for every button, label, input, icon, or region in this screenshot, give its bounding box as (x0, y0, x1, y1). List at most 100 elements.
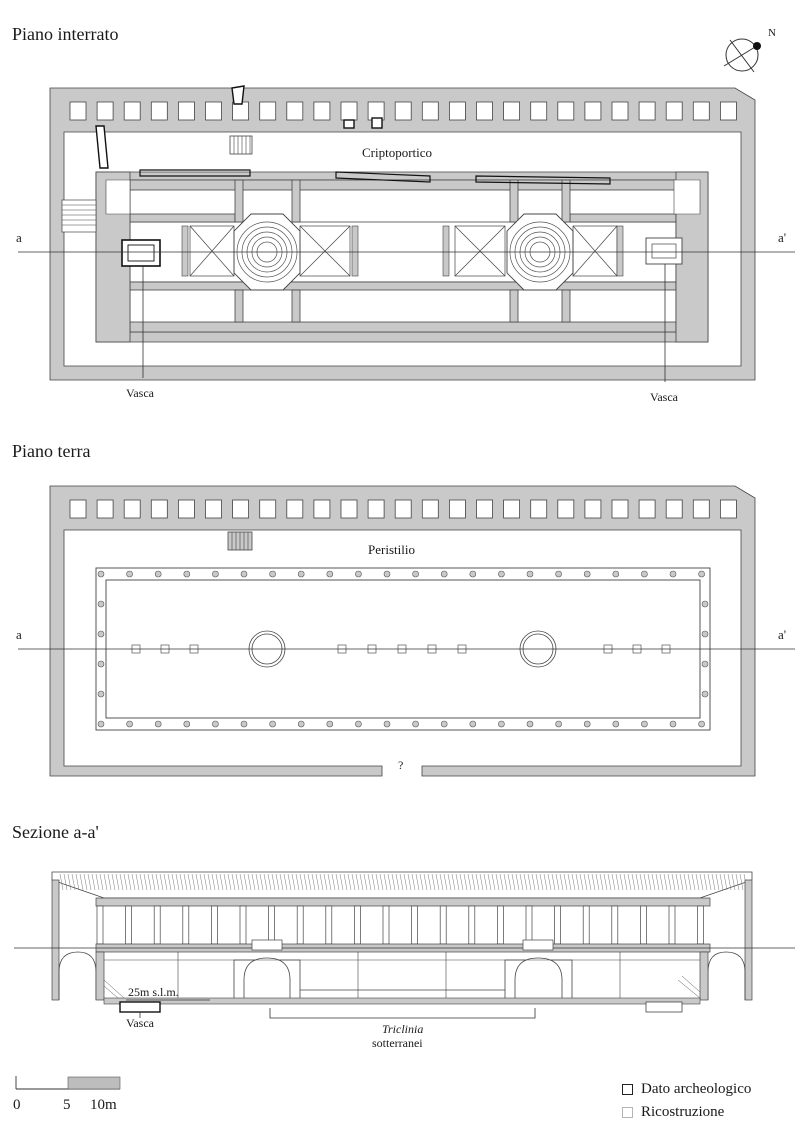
roof-tile (479, 873, 484, 891)
shop-room (96, 499, 114, 519)
roof-tile (663, 873, 668, 891)
shop-room (584, 499, 602, 519)
shop-room (503, 101, 521, 121)
shop-room (123, 101, 141, 121)
roof-tile (639, 873, 644, 891)
peristyle-column (612, 570, 620, 578)
roof-tile (263, 873, 268, 891)
roof-tile (183, 873, 188, 891)
roof-tile (139, 873, 144, 891)
roof-tile (607, 873, 612, 891)
roof-tile (103, 873, 108, 891)
peristyle-column (412, 720, 419, 728)
roof-tile (255, 873, 260, 891)
roof-tile (279, 873, 284, 891)
roof-tile (63, 873, 68, 891)
peristyle-column (469, 570, 477, 578)
shop-room (367, 499, 385, 519)
peristyle-column (97, 720, 105, 728)
roof-tile (619, 873, 624, 891)
shop-room (421, 499, 439, 519)
roof-tile (119, 873, 124, 891)
shop-room (720, 101, 737, 121)
peristyle-column (154, 570, 162, 578)
roof-tile (275, 873, 280, 891)
roof-tile (143, 873, 148, 891)
shop-room (96, 101, 114, 121)
roof-tile (383, 873, 388, 891)
peristyle-column (297, 720, 305, 728)
roof-tile (723, 873, 728, 891)
peristyle-column (701, 600, 709, 608)
roof-tile (435, 873, 440, 891)
roof-tile (623, 873, 628, 891)
shop-room (421, 101, 439, 121)
roof-tile (147, 873, 152, 891)
roof-tile (459, 873, 464, 891)
section-column (239, 905, 247, 945)
peristyle-column (297, 570, 305, 578)
peristyle-column (212, 570, 219, 578)
roof-tile (155, 873, 160, 891)
shop-room (394, 101, 412, 121)
shop-room (611, 499, 629, 519)
shop-room (340, 101, 358, 121)
roof-tile (475, 873, 480, 891)
peristyle-column (641, 570, 648, 578)
section-column (668, 905, 676, 945)
shop-room (692, 499, 710, 519)
label-a-right-2: a' (778, 627, 787, 642)
label-triclinia: Triclinia (382, 1022, 424, 1036)
peristyle-column (240, 720, 248, 728)
roof-tile (227, 873, 232, 891)
roof-tile (531, 873, 536, 891)
scale-label-0: 0 (13, 1097, 21, 1113)
title-ground-floor: Piano terra (12, 441, 91, 461)
section-column (182, 905, 190, 945)
roof-tile (151, 873, 156, 891)
roof-tile (395, 873, 400, 891)
peristyle-column (326, 720, 334, 728)
roof-tile (631, 873, 636, 891)
roof-tile (67, 873, 72, 891)
roof-tile (491, 873, 496, 891)
section-column (153, 905, 161, 945)
label-elevation: 25m s.l.m. (128, 985, 179, 999)
roof-tile (211, 873, 216, 891)
peristyle-column (412, 570, 419, 578)
roof-tile (199, 873, 204, 891)
peristyle-column (440, 720, 448, 728)
roof-tile (219, 873, 224, 891)
roof-tile (59, 873, 64, 891)
peristyle-column (383, 570, 391, 578)
section-column (468, 905, 476, 945)
section-drawing (14, 871, 795, 1019)
roof-tile (175, 873, 180, 891)
roof-tile (299, 873, 304, 891)
section-column (697, 905, 704, 945)
legend-label-reconstruction: Ricostruzione (641, 1104, 725, 1120)
shop-room (177, 499, 195, 519)
section-column (125, 905, 132, 945)
roof-tile (303, 873, 308, 891)
peristyle-column (154, 720, 162, 728)
roof-tile (355, 873, 360, 891)
roof-tile (559, 873, 564, 891)
roof-tile (399, 873, 404, 891)
roof-tile (259, 873, 264, 891)
roof-tile (679, 873, 684, 891)
roof-tile (223, 873, 228, 891)
roof-tile (291, 873, 296, 891)
roof-tile (315, 873, 320, 891)
label-sotterranei: sotterranei (372, 1036, 423, 1050)
label-a-left-1: a (16, 230, 22, 245)
title-basement: Piano interrato (12, 24, 119, 44)
roof-tile (367, 873, 372, 891)
shop-room (530, 101, 548, 121)
roof-tile (451, 873, 456, 891)
label-a-right-1: a' (778, 230, 787, 245)
peristyle-column (183, 570, 191, 578)
shop-room (259, 499, 277, 519)
peristyle-column (669, 570, 677, 578)
peristyle-column (126, 720, 133, 728)
